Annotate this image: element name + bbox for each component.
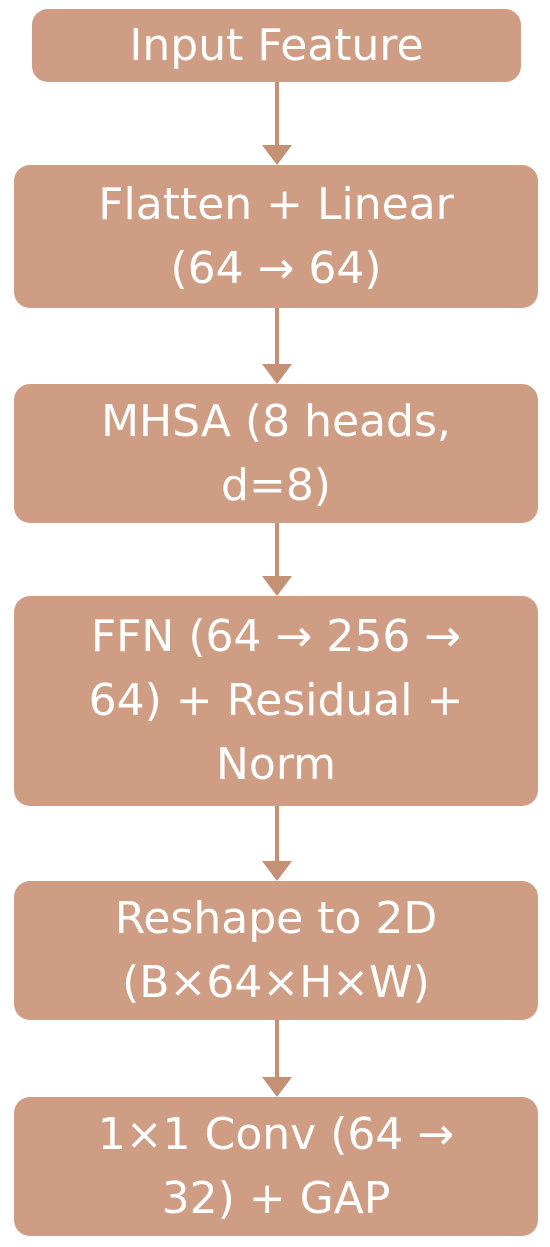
node-reshape: Reshape to 2D (B×64×H×W): [14, 881, 538, 1020]
node-label-line: (B×64×H×W): [122, 956, 430, 1008]
node-input-feature: Input Feature: [32, 9, 521, 82]
arrow-head: [262, 145, 292, 165]
node-conv-gap: 1×1 Conv (64 → 32) + GAP: [14, 1097, 538, 1236]
arrow-mhsa-to-ffn: [262, 523, 292, 596]
arrow-flatten-to-mhsa: [262, 308, 292, 384]
arrow-shaft: [275, 523, 279, 578]
arrow-shaft: [275, 1020, 279, 1079]
node-label-line: FFN (64 → 256 →: [90, 611, 462, 662]
node-label-line: Flatten + Linear: [98, 178, 454, 230]
arrow-input-to-flatten: [262, 82, 292, 165]
arrow-head: [262, 576, 292, 596]
arrow-head: [262, 861, 292, 881]
node-label-line: MHSA (8 heads,: [101, 395, 451, 447]
arrow-shaft: [275, 82, 279, 147]
arrow-shaft: [275, 308, 279, 366]
arrow-shaft: [275, 806, 279, 863]
node-label-line: 64) + Residual +: [88, 675, 464, 726]
node-label-line: Input Feature: [129, 19, 424, 71]
node-label-line: (64 → 64): [170, 242, 382, 294]
arrow-ffn-to-reshape: [262, 806, 292, 881]
node-label-line: 32) + GAP: [161, 1172, 391, 1224]
node-flatten-linear: Flatten + Linear (64 → 64): [14, 165, 538, 308]
node-label-line: Reshape to 2D: [114, 892, 438, 944]
arrow-head: [262, 364, 292, 384]
arrow-reshape-to-conv: [262, 1020, 292, 1097]
node-label-line: d=8): [221, 459, 331, 511]
arrow-head: [262, 1077, 292, 1097]
node-ffn: FFN (64 → 256 → 64) + Residual + Norm: [14, 596, 538, 806]
node-label-line: Norm: [215, 739, 336, 790]
node-label-line: 1×1 Conv (64 →: [97, 1108, 455, 1160]
node-mhsa: MHSA (8 heads, d=8): [14, 384, 538, 523]
